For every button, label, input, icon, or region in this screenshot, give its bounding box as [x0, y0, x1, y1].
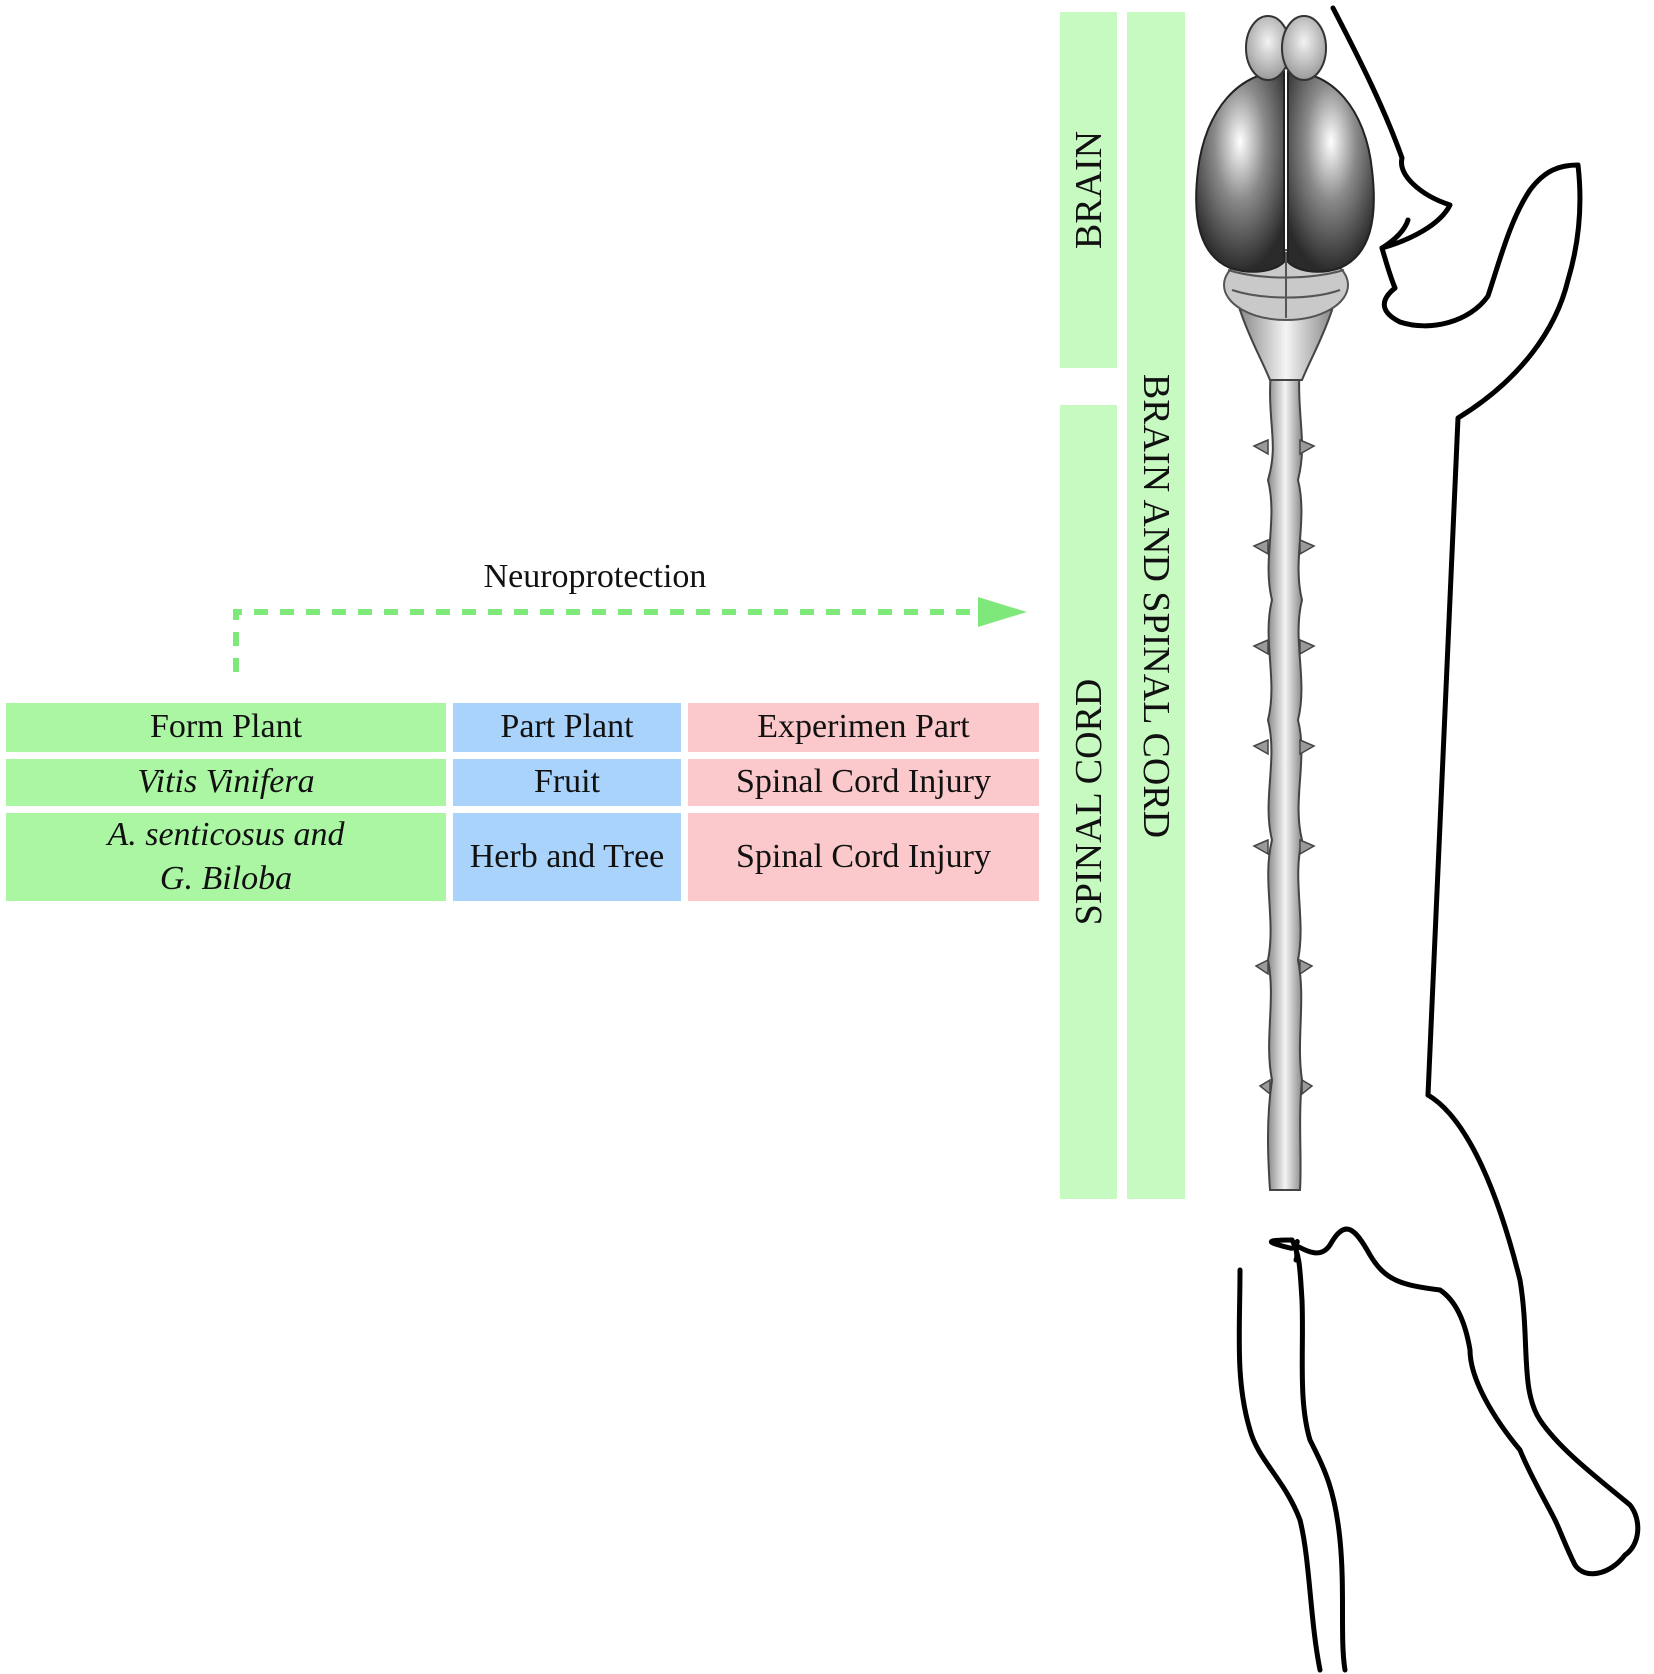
row1-form: Vitis Vinifera — [6, 759, 446, 806]
arrow-label: Neuroprotection — [483, 558, 707, 595]
header-experiment-part: Experimen Part — [688, 703, 1039, 752]
row1-experiment: Spinal Cord Injury — [688, 759, 1039, 806]
row1-part: Fruit — [453, 759, 681, 806]
spinal-cord-shape — [1252, 359, 1316, 1191]
row2-form-line2: G. Biloba — [159, 860, 293, 897]
brain-bar: BRAIN — [1060, 12, 1117, 368]
cerebrum-shape — [1195, 70, 1375, 273]
row2-experiment: Spinal Cord Injury — [688, 813, 1039, 901]
row2-form-line1: A. senticosus and — [107, 815, 345, 853]
header-part-plant: Part Plant — [453, 703, 681, 752]
olfactory-bulbs-shape — [1245, 15, 1327, 81]
header-form-plant: Form Plant — [6, 703, 446, 752]
spinal-cord-bar: SPINAL CORD — [1060, 405, 1117, 1199]
row2-part: Herb and Tree — [453, 813, 681, 901]
row2-form: A. senticosus and G. Biloba — [6, 813, 446, 901]
brain-and-spinal-cord-bar: BRAIN AND SPINAL CORD — [1127, 12, 1185, 1199]
brainstem-shape — [1238, 309, 1334, 381]
rat-outline — [1236, 5, 1641, 1673]
